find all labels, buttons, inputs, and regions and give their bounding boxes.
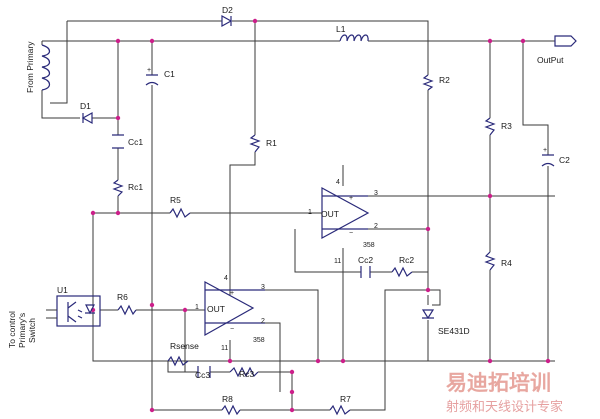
label-cc2: Cc2 <box>358 255 373 265</box>
svg-text:−: − <box>349 230 353 237</box>
u1-optocoupler <box>46 295 101 327</box>
svg-text:4: 4 <box>336 179 340 186</box>
label-output: OutPut <box>537 55 564 65</box>
opamp-1-pin-labels: OUT 1 3 2 4 11 358 <box>308 179 378 265</box>
svg-text:1: 1 <box>195 304 199 311</box>
label-r4: R4 <box>501 258 512 268</box>
svg-text:11: 11 <box>221 345 228 352</box>
rsense-resistor <box>167 355 189 367</box>
label-c2: C2 <box>559 155 570 165</box>
label-se431d: SE431D <box>438 326 470 336</box>
opamp-2: + − <box>204 280 265 337</box>
label-to-control: To control Primary's Switch <box>7 311 37 348</box>
rc3-resistor <box>229 366 259 378</box>
c1-capacitor: + <box>145 67 159 86</box>
svg-text:OUT: OUT <box>321 209 339 219</box>
svg-text:Switch: Switch <box>27 318 37 343</box>
label-r2: R2 <box>439 75 450 85</box>
d2-diode <box>221 14 233 28</box>
svg-text:1: 1 <box>308 209 312 216</box>
label-cc1: Cc1 <box>128 137 143 147</box>
wires <box>41 20 555 411</box>
label-r1: R1 <box>266 138 277 148</box>
opamp-2-pin-labels: OUT 1 3 2 4 11 358 <box>195 275 265 352</box>
svg-text:To control: To control <box>7 311 17 348</box>
watermark-logo: 易迪拓培训 射频和天线设计专家 <box>446 371 563 415</box>
output-terminal <box>554 35 577 47</box>
svg-text:3: 3 <box>374 190 378 197</box>
svg-text:+: + <box>349 195 353 202</box>
rc1-resistor <box>112 179 124 197</box>
svg-text:11: 11 <box>334 258 341 265</box>
svg-text:4: 4 <box>224 275 228 282</box>
r5-resistor <box>169 207 191 219</box>
r4-resistor <box>484 251 496 271</box>
label-r6: R6 <box>117 292 128 302</box>
svg-text:+: + <box>543 147 547 154</box>
label-rc1: Rc1 <box>128 182 143 192</box>
svg-text:OUT: OUT <box>207 304 225 314</box>
cc1-capacitor <box>112 134 124 149</box>
r3-resistor <box>484 117 496 136</box>
label-l1: L1 <box>336 24 346 34</box>
label-cc3: Cc3 <box>195 370 210 380</box>
r8-resistor <box>221 404 241 416</box>
label-rc2: Rc2 <box>399 255 414 265</box>
svg-text:3: 3 <box>261 284 265 291</box>
label-r7: R7 <box>340 394 351 404</box>
component-labels: D2 L1 OutPut C1 R2 D1 R3 Cc1 R1 C2 Rc1 R… <box>57 5 570 404</box>
label-r3: R3 <box>501 121 512 131</box>
svg-text:2: 2 <box>261 318 265 325</box>
svg-text:Primary's: Primary's <box>17 313 27 348</box>
label-rc3: Rc3 <box>239 369 254 379</box>
label-d1: D1 <box>80 101 91 111</box>
primary-winding <box>41 44 51 91</box>
r1-resistor <box>249 134 261 153</box>
svg-text:+: + <box>230 290 234 297</box>
c2-capacitor: + <box>541 147 555 167</box>
l1-inductor <box>339 34 369 42</box>
label-rsense: Rsense <box>170 341 199 351</box>
cc2-capacitor <box>360 266 371 278</box>
r7-resistor <box>329 404 351 416</box>
label-r8: R8 <box>222 394 233 404</box>
svg-text:−: − <box>230 326 234 333</box>
svg-text:射频和天线设计专家: 射频和天线设计专家 <box>446 399 563 415</box>
svg-text:易迪拓培训: 易迪拓培训 <box>446 371 551 395</box>
label-r5: R5 <box>170 195 181 205</box>
label-d2: D2 <box>222 5 233 15</box>
opamp-1: + − <box>321 186 370 240</box>
svg-text:358: 358 <box>363 242 375 249</box>
se431d-regulator <box>421 309 435 320</box>
d1-diode <box>81 111 93 125</box>
label-from-primary: From Primary <box>25 41 35 93</box>
cc3-capacitor <box>197 366 211 378</box>
label-u1: U1 <box>57 285 68 295</box>
svg-text:358: 358 <box>253 337 265 344</box>
label-c1: C1 <box>164 69 175 79</box>
r6-resistor <box>117 304 137 316</box>
svg-text:+: + <box>147 67 151 74</box>
svg-text:2: 2 <box>374 223 378 230</box>
junction-dots <box>90 18 551 413</box>
rc2-resistor <box>391 266 413 278</box>
r2-resistor <box>422 74 434 91</box>
